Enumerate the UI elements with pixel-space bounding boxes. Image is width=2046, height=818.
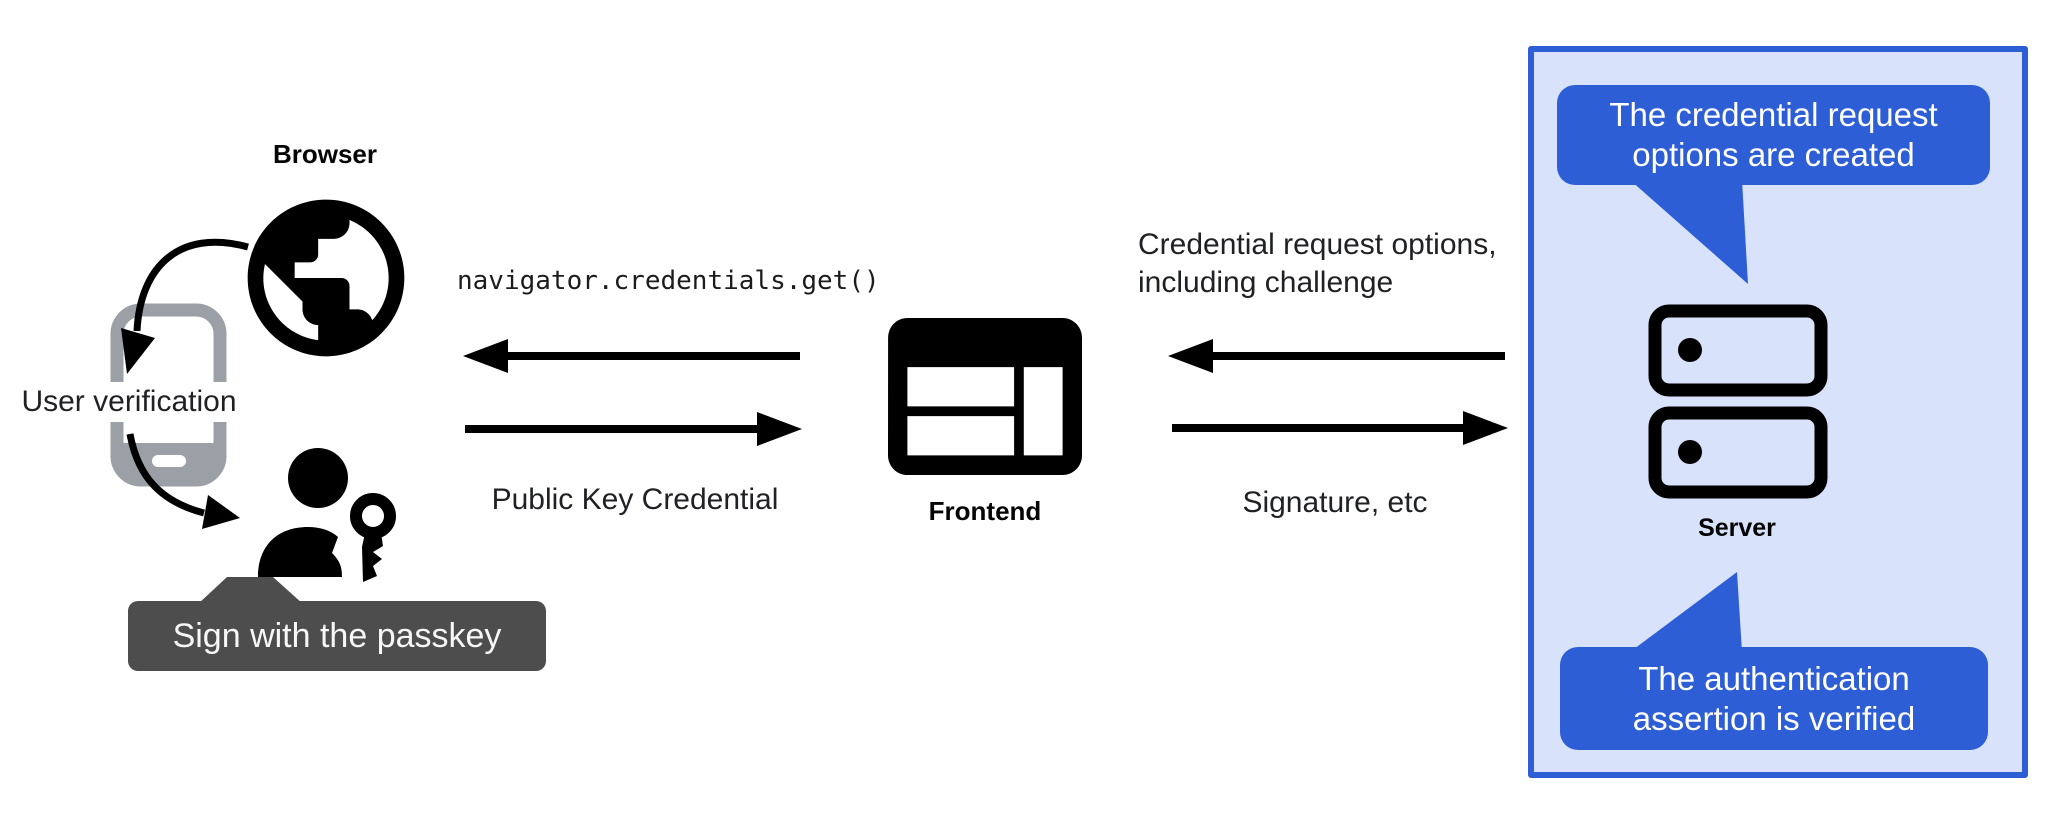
arrow-frontend-to-server	[1172, 411, 1508, 445]
globe-icon	[247, 199, 405, 357]
person-icon	[258, 448, 396, 582]
browser-window-icon	[888, 318, 1082, 475]
callout-line: options are created	[1632, 136, 1915, 173]
callout-line: The authentication	[1638, 659, 1910, 697]
frontend-node-label: Frontend	[928, 496, 1042, 526]
server-callout-bottom: The authentication assertion is verified	[1560, 647, 1988, 750]
credential-request-line2: including challenge	[1138, 266, 1394, 299]
key-icon	[350, 493, 396, 582]
tooltip-pointer	[198, 577, 303, 604]
credential-request-options-label: Credential request options, including ch…	[1138, 226, 1497, 302]
server-node-label: Server	[1698, 514, 1776, 542]
passkey-tooltip-text: Sign with the passkey	[172, 616, 502, 655]
browser-node-label: Browser	[272, 139, 378, 169]
signature-label: Signature, etc	[1242, 486, 1428, 519]
passkey-tooltip: Sign with the passkey	[128, 601, 546, 671]
callout-line: assertion is verified	[1632, 699, 1916, 737]
server-rack-icon	[1648, 304, 1828, 499]
credentials-get-call-label: navigator.credentials.get()	[457, 266, 880, 296]
arrow-browser-to-frontend	[465, 412, 802, 446]
arrow-frontend-to-browser	[463, 339, 800, 373]
speech-bubble-tail	[1630, 572, 1742, 652]
user-verification-label: User verification	[6, 382, 252, 422]
speech-bubble-tail	[1630, 180, 1748, 284]
public-key-credential-label: Public Key Credential	[491, 483, 779, 516]
server-callout-top: The credential request options are creat…	[1557, 85, 1990, 185]
credential-request-line1: Credential request options,	[1138, 228, 1497, 261]
arrow-server-to-frontend	[1168, 339, 1505, 373]
callout-line: The credential request	[1609, 96, 1938, 133]
